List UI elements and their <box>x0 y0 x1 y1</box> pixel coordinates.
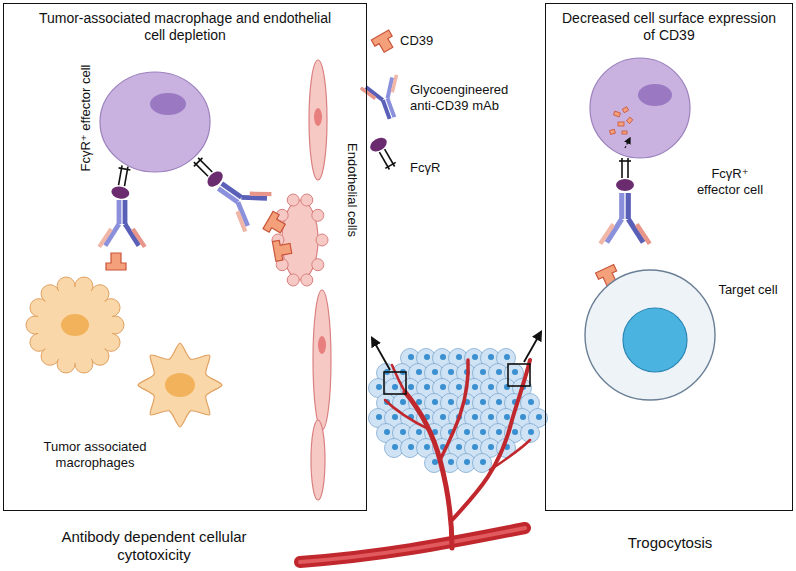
legend-text: Glycoengineered anti-CD39 mAb <box>410 82 535 114</box>
blood-vessel <box>300 360 530 562</box>
panel-heading: Decreased cell surface expression of CD3… <box>559 10 779 44</box>
cell-label: Target cell <box>713 282 783 298</box>
panel-box: Tumor-associated macrophage and endothel… <box>3 3 367 511</box>
cell-label: Tumor associated macrophages <box>33 439 158 471</box>
legend-text: CD39 <box>400 33 480 49</box>
macrophage <box>138 343 222 427</box>
panel-caption: Antibody dependent cellular cytotoxicity <box>34 528 274 564</box>
effector-cell <box>100 72 210 172</box>
endothelial-cells <box>282 60 331 500</box>
target-cell <box>585 270 715 400</box>
cell-label: FcγR⁺ effector cell <box>78 48 94 188</box>
panel-caption: Trogocytosis <box>560 534 780 552</box>
cell-label: FcγR⁺ effector cell <box>690 166 770 198</box>
panel-heading: Tumor-associated macrophage and endothel… <box>35 10 335 44</box>
cell-label: Endothelial cells <box>344 125 360 255</box>
effector-cell <box>590 58 690 158</box>
legend-text: FcγR <box>410 160 490 176</box>
nucleus <box>150 93 186 115</box>
panel-box: Decreased cell surface expression of CD3… <box>545 3 793 511</box>
